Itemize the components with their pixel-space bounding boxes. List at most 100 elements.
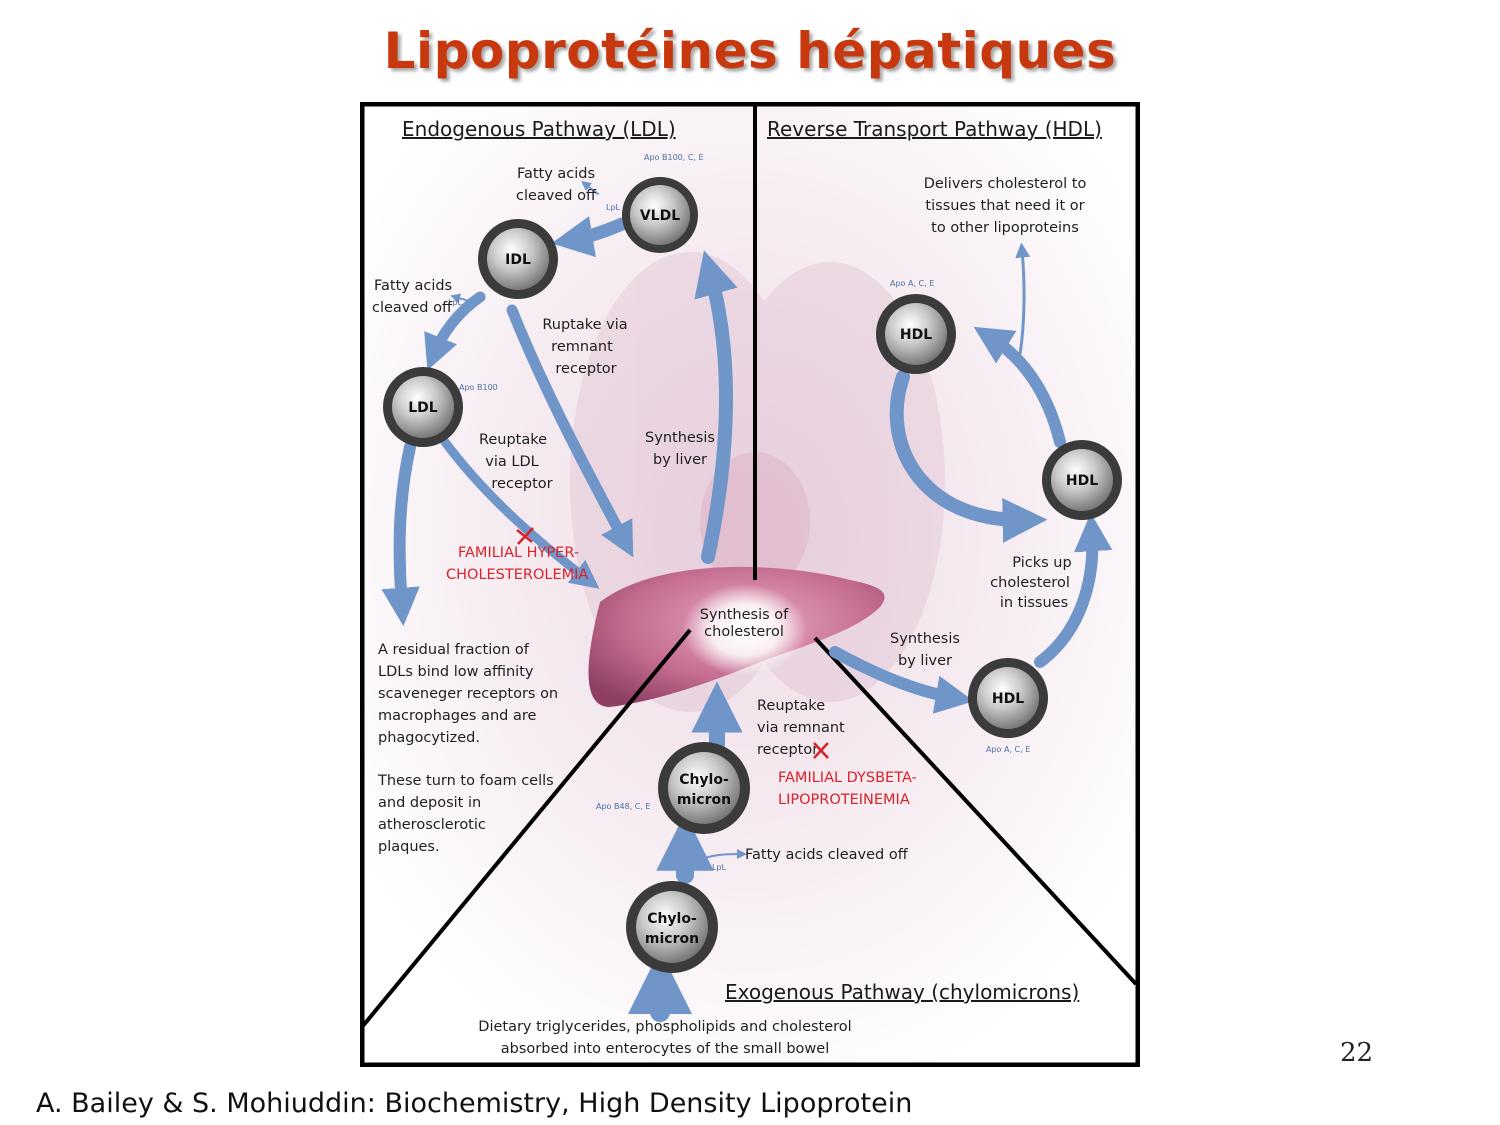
svg-text:cleaved off: cleaved off	[516, 188, 597, 204]
svg-text:LIPOPROTEINEMIA: LIPOPROTEINEMIA	[778, 792, 910, 808]
arrow-to-tissues	[1015, 242, 1031, 356]
svg-text:absorbed into enterocytes of t: absorbed into enterocytes of the small b…	[501, 1041, 829, 1057]
arrow-hdl-mid-to-hdl-top	[973, 326, 1066, 448]
svg-text:Synthesis of: Synthesis of	[700, 607, 789, 623]
apo-label-vldl: Apo B100, C, E	[644, 153, 704, 162]
arrow-hdl-top-to-hdl-mid	[889, 370, 1048, 543]
label-fatty-acids-idl: Fatty acids cleaved off	[372, 278, 453, 316]
svg-text:cholesterol: cholesterol	[990, 575, 1070, 591]
citation: A. Bailey & S. Mohiuddin: Biochemistry, …	[36, 1088, 913, 1119]
page-number: 22	[1340, 1038, 1374, 1068]
label-fatty-acids-vldl: Fatty acids cleaved off	[516, 166, 597, 204]
apo-label-hdl-bottom: Apo A, C, E	[986, 745, 1030, 754]
heading-reverse: Reverse Transport Pathway (HDL)	[767, 117, 1102, 141]
arrow-liver-to-vldl	[694, 250, 738, 564]
disorder-familial-hypercholesterolemia: FAMILIAL HYPER- CHOLESTEROLEMIA	[446, 527, 588, 583]
label-reuptake-ldl: Reuptake via LDL receptor	[479, 432, 553, 492]
svg-text:CHOLESTEROLEMIA: CHOLESTEROLEMIA	[446, 567, 588, 583]
svg-text:FAMILIAL DYSBETA-: FAMILIAL DYSBETA-	[778, 770, 917, 786]
arrow-fatty-acids-2	[450, 293, 467, 304]
heading-exogenous: Exogenous Pathway (chylomicrons)	[725, 980, 1079, 1004]
arrow-ldl-to-macrophage	[381, 441, 420, 627]
svg-text:IDL: IDL	[505, 252, 531, 268]
svg-text:micron: micron	[677, 792, 731, 808]
svg-text:Fatty acids: Fatty acids	[374, 278, 452, 294]
svg-text:A residual fraction of: A residual fraction of	[378, 642, 530, 658]
svg-text:via LDL: via LDL	[485, 454, 538, 470]
cholesterol-synthesis-glow	[683, 584, 807, 676]
svg-text:Reuptake: Reuptake	[479, 432, 547, 448]
chylomicron-particle-upper: Chylo- micron	[658, 742, 750, 834]
arrow-idl-to-liver	[506, 304, 634, 558]
block-mark-fd	[813, 742, 829, 759]
apo-label-ldl: Apo B100	[459, 383, 498, 392]
label-ruptake-remnant: Ruptake via remnant receptor	[542, 317, 627, 377]
block-mark-fh	[516, 527, 534, 545]
label-residual-fraction: A residual fraction of LDLs bind low aff…	[378, 642, 558, 746]
svg-text:micron: micron	[645, 931, 699, 947]
svg-text:and deposit in: and deposit in	[378, 795, 481, 811]
label-delivers-cholesterol: Delivers cholesterol to tissues that nee…	[924, 176, 1087, 236]
slide-title: Lipoprotéines hépatiques	[383, 22, 1117, 80]
svg-text:HDL: HDL	[1066, 473, 1098, 489]
svg-text:receptor: receptor	[757, 742, 818, 758]
svg-text:via remnant: via remnant	[757, 720, 845, 736]
label-synthesis-liver-right: Synthesis by liver	[890, 631, 960, 669]
svg-text:in tissues: in tissues	[1000, 595, 1068, 611]
svg-text:LDL: LDL	[408, 400, 438, 416]
divider-right-diagonal	[813, 636, 1138, 986]
svg-text:remnant: remnant	[551, 339, 613, 355]
arrow-ldl-to-liver	[440, 437, 600, 589]
hdl-particle-top: HDL	[876, 294, 956, 374]
label-dietary-input: Dietary triglycerides, phospholipids and…	[478, 1019, 851, 1057]
svg-text:Reuptake: Reuptake	[757, 698, 825, 714]
svg-text:Ruptake via: Ruptake via	[542, 317, 627, 333]
svg-text:macrophages and are: macrophages and are	[378, 708, 536, 724]
ldl-particle: LDL	[383, 367, 463, 447]
svg-text:Dietary triglycerides, phospho: Dietary triglycerides, phospholipids and…	[478, 1019, 851, 1035]
vldl-particle: VLDL	[622, 177, 698, 253]
svg-text:Fatty acids: Fatty acids	[517, 166, 595, 182]
svg-text:Chylo-: Chylo-	[647, 911, 697, 927]
svg-text:cleaved off: cleaved off	[372, 300, 453, 316]
arrow-idl-to-ldl	[424, 291, 486, 371]
svg-text:HDL: HDL	[992, 691, 1024, 707]
svg-text:scaveneger receptors on: scaveneger receptors on	[378, 686, 558, 702]
idl-particle: IDL	[478, 219, 558, 299]
enzyme-label-lpl-2: LpL	[448, 298, 463, 307]
arrow-fatty-acids-1	[581, 180, 599, 195]
label-foam-cells: These turn to foam cells and deposit in …	[377, 773, 554, 855]
svg-text:These turn to foam cells: These turn to foam cells	[377, 773, 554, 789]
arrow-liver-to-hdl-bottom	[829, 646, 974, 714]
svg-text:cholesterol: cholesterol	[704, 624, 784, 640]
svg-text:by liver: by liver	[653, 452, 707, 468]
svg-text:FAMILIAL HYPER-: FAMILIAL HYPER-	[458, 545, 579, 561]
enzyme-label-lpl-1: LpL	[606, 203, 621, 212]
disorder-familial-dysbetalipoproteinemia: FAMILIAL DYSBETA- LIPOPROTEINEMIA	[778, 742, 917, 808]
label-synthesis-liver-left: Synthesis by liver	[645, 430, 715, 468]
svg-text:by liver: by liver	[898, 653, 952, 669]
label-reuptake-remnant: Reuptake via remnant receptor	[757, 698, 845, 758]
svg-text:HDL: HDL	[900, 327, 932, 343]
label-synthesis-cholesterol: Synthesis of cholesterol	[700, 607, 789, 640]
hdl-particle-bottom: HDL	[968, 658, 1048, 738]
heading-endogenous: Endogenous Pathway (LDL)	[402, 117, 676, 141]
svg-text:atherosclerotic: atherosclerotic	[378, 817, 486, 833]
arrow-fatty-acids-3	[694, 849, 747, 863]
svg-text:Synthesis: Synthesis	[645, 430, 715, 446]
lipoprotein-pathways-diagram: Endogenous Pathway (LDL) Reverse Transpo…	[360, 102, 1140, 1067]
svg-text:LDLs bind low affinity: LDLs bind low affinity	[378, 664, 534, 680]
svg-text:Picks up: Picks up	[1012, 555, 1071, 571]
chylomicron-particle-lower: Chylo- micron	[626, 881, 718, 973]
svg-text:plaques.: plaques.	[378, 839, 440, 855]
svg-text:Chylo-: Chylo-	[679, 772, 729, 788]
svg-text:Delivers cholesterol to: Delivers cholesterol to	[924, 176, 1087, 192]
svg-text:receptor: receptor	[555, 361, 616, 377]
label-fatty-acids-chylo: Fatty acids cleaved off	[745, 847, 909, 863]
hdl-particle-middle: HDL	[1042, 440, 1122, 520]
svg-text:VLDL: VLDL	[640, 208, 680, 224]
arrow-vldl-to-idl	[551, 216, 629, 258]
svg-text:tissues that need it or: tissues that need it or	[925, 198, 1084, 214]
enzyme-label-lpl-3: LpL	[712, 863, 727, 872]
arrow-hdl-bottom-to-hdl-mid	[1034, 512, 1113, 668]
